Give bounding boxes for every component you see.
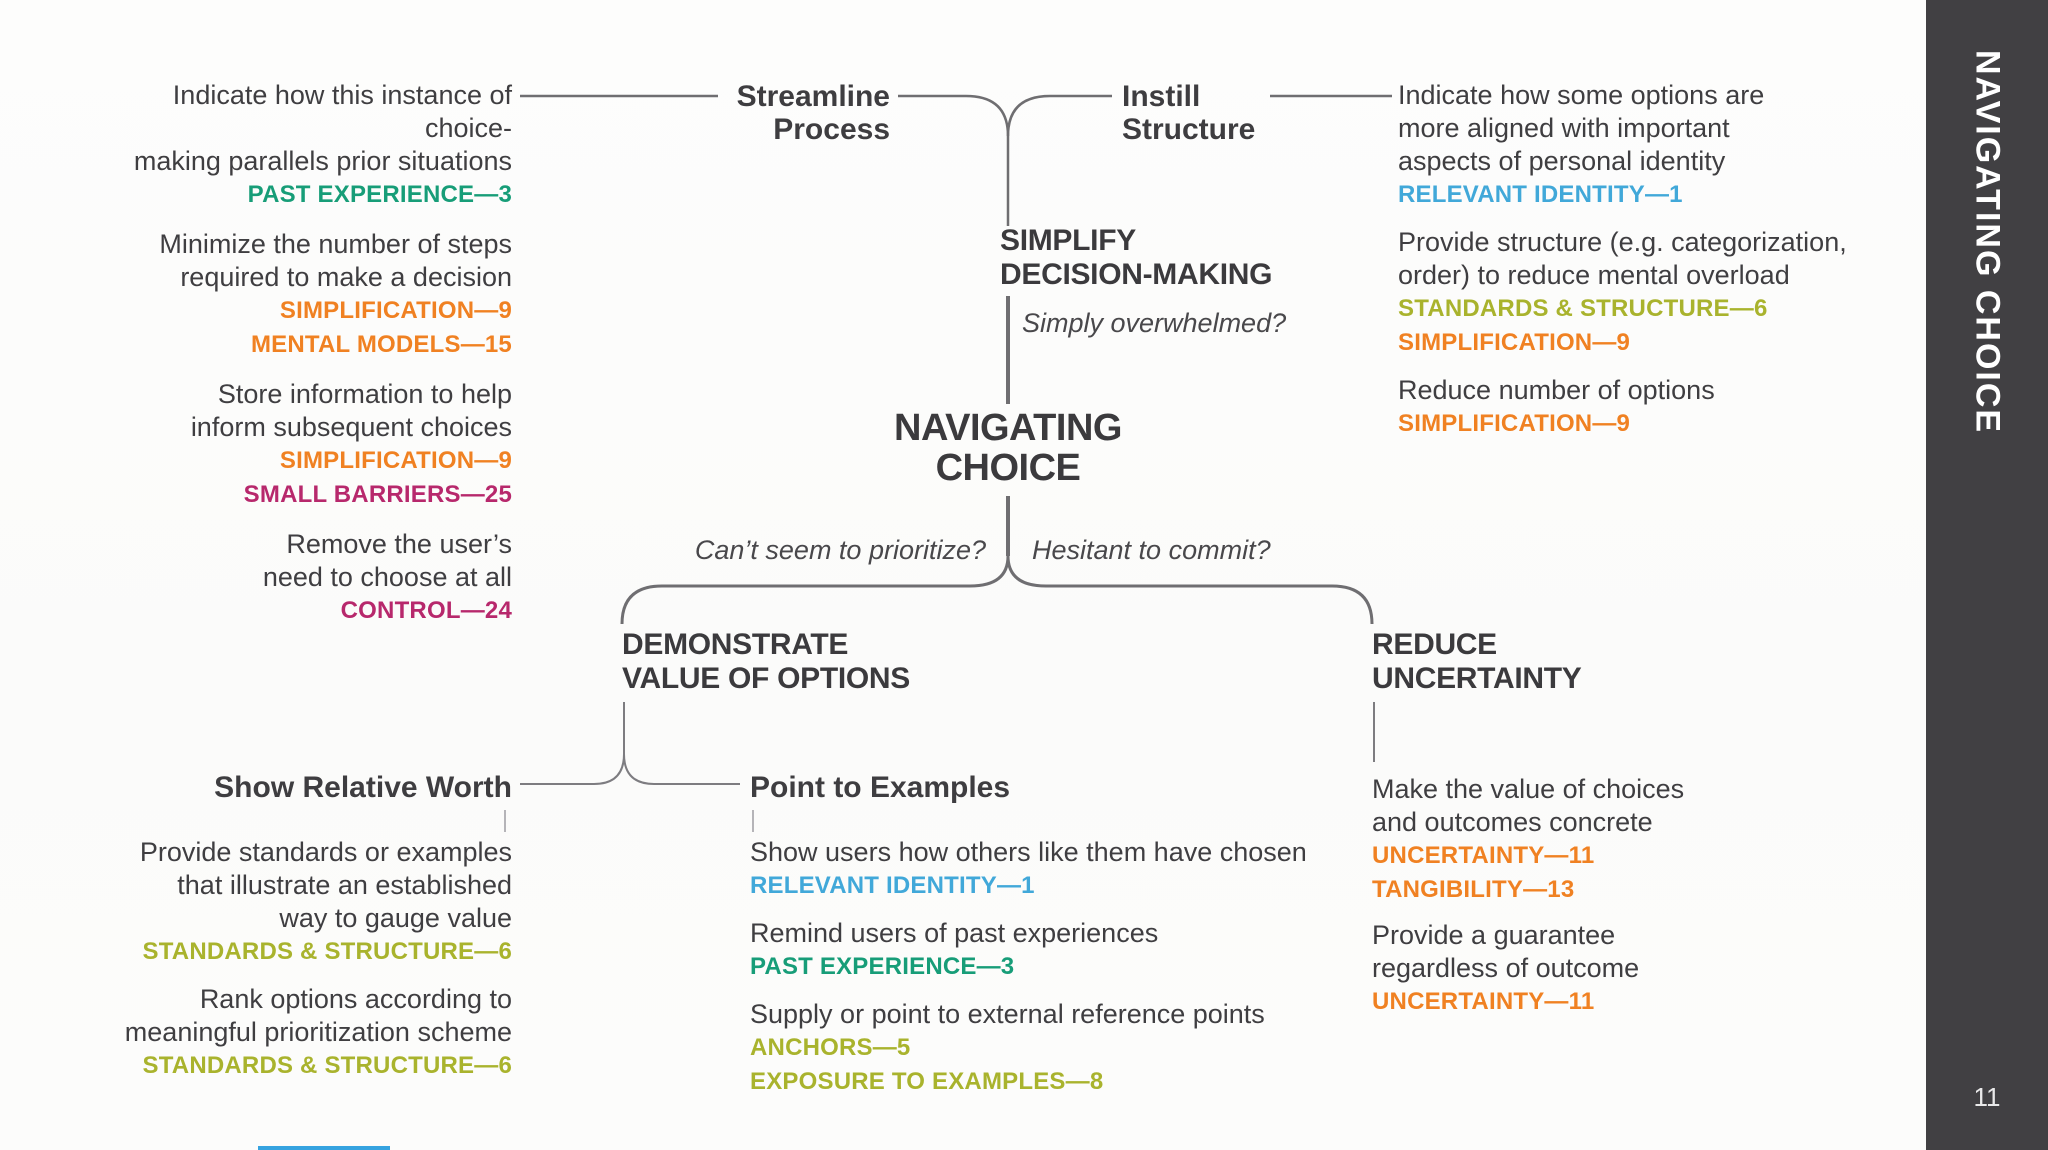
- question-cant-prioritize: Can’t seem to prioritize?: [694, 535, 986, 565]
- item-strategy-tag: SIMPLIFICATION—9: [279, 447, 512, 474]
- subbranch-show-relative-worth: Show Relative Worth: [214, 771, 512, 804]
- item-line: Make the value of choices: [1372, 774, 1685, 804]
- item-line: making parallels prior situations: [133, 146, 512, 176]
- item-strategy-tag: MENTAL MODELS—15: [250, 331, 512, 358]
- item-strategy-tag: STANDARDS & STRUCTURE—6: [142, 1052, 512, 1079]
- branch-title-line: REDUCE: [1372, 628, 1497, 661]
- item-strategy-tag: PAST EXPERIENCE—3: [247, 181, 512, 208]
- item-strategy-tag: RELEVANT IDENTITY—1: [750, 872, 1035, 899]
- item-line: Indicate how this instance of choice-: [172, 80, 512, 143]
- item-line: and outcomes concrete: [1372, 807, 1653, 837]
- item-line: meaningful prioritization scheme: [124, 1017, 512, 1047]
- item-line: way to gauge value: [279, 903, 512, 933]
- item-strategy-tag: SIMPLIFICATION—9: [1398, 329, 1631, 356]
- item-strategy-tag: ANCHORS—5: [750, 1034, 911, 1061]
- item-strategy-tag: UNCERTAINTY—11: [1372, 988, 1595, 1015]
- item-line: Minimize the number of steps: [159, 229, 512, 259]
- item-line: Rank options according to: [199, 984, 512, 1014]
- branch-title-line: VALUE OF OPTIONS: [622, 662, 910, 695]
- subbranch-point-to-examples: Point to Examples: [750, 771, 1011, 804]
- root-title-line: CHOICE: [935, 447, 1081, 489]
- item-strategy-tag: SMALL BARRIERS—25: [243, 481, 512, 508]
- subbranch-instill-structure: Instill Structure: [1122, 80, 1255, 146]
- item-strategy-tag: SIMPLIFICATION—9: [1398, 410, 1631, 437]
- branch-reduce-uncertainty: REDUCE UNCERTAINTY: [1372, 628, 1582, 696]
- item-line: Reduce number of options: [1398, 375, 1715, 405]
- item-strategy-tag: CONTROL—24: [340, 597, 512, 624]
- item-line: Remind users of past experiences: [750, 918, 1159, 948]
- subbranch-label-line: Instill: [1122, 80, 1201, 113]
- branch-title-line: UNCERTAINTY: [1372, 662, 1582, 695]
- branch-demonstrate-value: DEMONSTRATE VALUE OF OPTIONS: [622, 628, 910, 696]
- demonstrate-trumpet-lines: [520, 702, 1375, 785]
- item-line: required to make a decision: [180, 262, 512, 292]
- point-to-examples-items: Show users how others like them have cho…: [750, 836, 1330, 1113]
- item-line: Indicate how some options are: [1398, 80, 1765, 110]
- item-strategy-tag: PAST EXPERIENCE—3: [750, 953, 1015, 980]
- text-item: Provide structure (e.g. categorization,o…: [1398, 226, 1847, 360]
- item-strategy-tag: STANDARDS & STRUCTURE—6: [142, 938, 512, 965]
- question-simply-overwhelmed: Simply overwhelmed?: [1022, 308, 1287, 338]
- item-line: inform subsequent choices: [190, 412, 512, 442]
- subbranch-streamline-process: Streamline Process: [737, 80, 890, 146]
- branch-simplify-decision-making: SIMPLIFY DECISION-MAKING: [1000, 224, 1272, 292]
- question-hesitant-commit: Hesitant to commit?: [1032, 535, 1271, 565]
- item-line: more aligned with important: [1398, 113, 1730, 143]
- item-strategy-tag: SIMPLIFICATION—9: [279, 297, 512, 324]
- page-number: 11: [1973, 1082, 2001, 1112]
- item-line: Provide structure (e.g. categorization,: [1398, 227, 1847, 257]
- item-line: Store information to help: [217, 379, 512, 409]
- item-line: aspects of personal identity: [1398, 146, 1726, 176]
- item-line: need to choose at all: [262, 562, 512, 592]
- item-line: regardless of outcome: [1372, 953, 1640, 983]
- item-line: Show users how others like them have cho…: [750, 837, 1307, 867]
- top-funnel-lines: [520, 94, 1392, 226]
- subhead-tick-lines: [504, 810, 754, 832]
- text-item: Show users how others like them have cho…: [750, 836, 1307, 903]
- item-strategy-tag: TANGIBILITY—13: [1372, 876, 1575, 903]
- root-title-navigating-choice: NAVIGATING CHOICE: [808, 408, 1208, 488]
- item-line: Provide standards or examples: [139, 837, 512, 867]
- item-line: Provide a guarantee: [1372, 920, 1616, 950]
- branch-title-line: DEMONSTRATE: [622, 628, 849, 661]
- subbranch-label-line: Streamline: [736, 80, 890, 113]
- root-title-line: NAVIGATING: [894, 407, 1122, 449]
- text-item: Supply or point to external reference po…: [750, 998, 1265, 1099]
- lower-bracket-lines: [620, 555, 1374, 625]
- item-strategy-tag: EXPOSURE TO EXAMPLES—8: [750, 1068, 1104, 1095]
- text-item: Indicate how this instance of choice-mak…: [102, 79, 512, 212]
- item-line: Supply or point to external reference po…: [750, 999, 1265, 1029]
- branch-title-line: DECISION-MAKING: [1000, 258, 1273, 291]
- item-line: Remove the user’s: [286, 529, 512, 559]
- item-line: that illustrate an established: [177, 870, 512, 900]
- branch-title-line: SIMPLIFY: [1000, 224, 1136, 257]
- item-strategy-tag: UNCERTAINTY—11: [1372, 842, 1595, 869]
- subbranch-label-line: Process: [773, 113, 890, 146]
- sidebar-chapter-title: NAVIGATING CHOICE: [1968, 50, 2007, 435]
- item-strategy-tag: STANDARDS & STRUCTURE—6: [1398, 295, 1768, 322]
- item-line: order) to reduce mental overload: [1398, 260, 1790, 290]
- bottom-progress-strip: [258, 1146, 390, 1150]
- streamline-process-items: Indicate how this instance of choice-mak…: [102, 79, 512, 644]
- item-strategy-tag: RELEVANT IDENTITY—1: [1398, 181, 1683, 208]
- subbranch-label-line: Structure: [1122, 113, 1256, 146]
- chapter-sidebar: NAVIGATING CHOICE 11: [1926, 0, 2048, 1150]
